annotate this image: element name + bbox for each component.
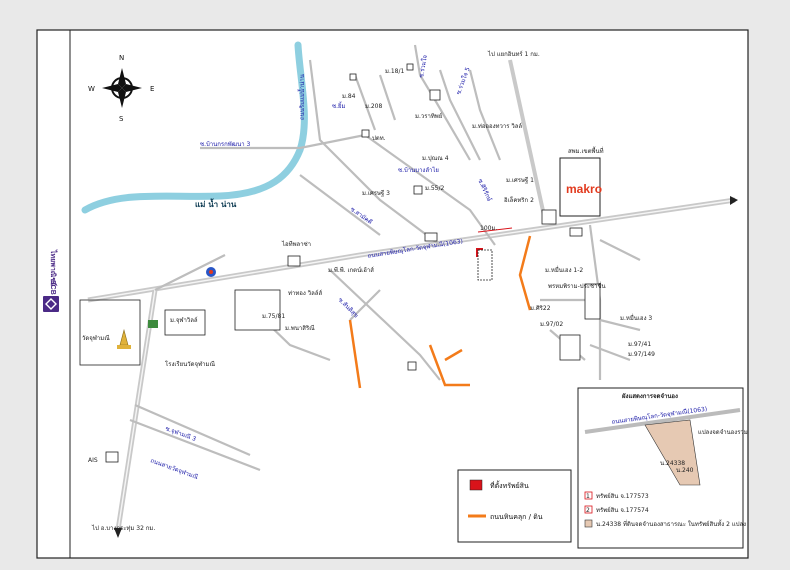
label-ischapri: อิเล็คทริก 2 [504, 195, 534, 204]
label-setthi1: ม.เศรษฐี 1 [506, 176, 534, 184]
label-village55: ม.55/2 [425, 185, 445, 192]
label-village18: ม.18/1 [385, 68, 405, 75]
inset-title: ผังแสดงการจดจำนอง [622, 392, 678, 400]
label-tobacco: ม.วราทิพย์ [415, 112, 442, 120]
compass-e: E [150, 85, 154, 93]
label-village3: ม.หมื่นเฮง 3 [620, 314, 652, 322]
label-istation: ไอทีพลาซ่า [281, 240, 311, 248]
inset-item3: น.24338 ที่ดินจดจำนองสาธารณะ ในทรัพย์สิน… [596, 518, 746, 528]
compass-icon: N S W E [88, 54, 154, 123]
label-setthi3: ม.เศรษฐี 3 [362, 189, 390, 197]
label-village-glory: ม.พี.พี. เกตน์เฮ้าส์ [328, 266, 374, 274]
label-v97149: ม.97/149 [628, 351, 655, 358]
river-label: แม่ น้ำ น่าน [195, 198, 237, 209]
scb-logo: ไทยพาณิชย์ SCB [43, 249, 59, 312]
bank-name: SCB [49, 280, 56, 295]
school-icon [148, 320, 158, 328]
label-ais: AIS [88, 457, 98, 464]
gas-station-icon [206, 267, 216, 277]
inset-lot-a: น.24338 [660, 460, 685, 467]
map-legend: ที่ตั้งทรัพย์สิน ถนนหินคลุก / ดิน [457, 469, 572, 543]
road-bankpho: ซ.บ้านกรกพัฒนา 3 [200, 141, 251, 148]
inset-item2-num: 2 [586, 507, 590, 514]
label-v112: ม.ศิริ22 [530, 305, 551, 312]
label-v75: ม.75/81 [262, 313, 285, 320]
makro-label: makro [566, 182, 602, 196]
label-village-phet: ม.ปุณณ 4 [422, 155, 449, 162]
label-vchula: ม.จุฬาวิลล์ [170, 316, 198, 324]
label-village12: ม.หมื่นเฮง 1-2 [545, 266, 583, 274]
legend-site: ที่ตั้งทรัพย์สิน [490, 479, 529, 490]
inset-lot-b: น.240 [676, 467, 694, 474]
label-v9702: ม.97/02 [540, 321, 563, 328]
label-pak-kaeo: พรหมพิราม-ประชาชื่น [548, 282, 606, 290]
label-maisiri: ม.พนาสิริณี [285, 324, 315, 332]
inset-plot: แปลงจดจำนองรวม [698, 429, 748, 436]
dirt-roads [348, 235, 532, 389]
label-thongchai: ท่าทอง วิลล์ส์ [288, 289, 322, 297]
label-village84: ม.84 [342, 93, 356, 100]
to-south-label: ไป อ.บางกระทุ่ม 32 กม. [91, 524, 155, 532]
temple-icon [117, 328, 131, 349]
compass-w: W [88, 85, 95, 93]
bank-sub: ไทยพาณิชย์ [49, 249, 58, 286]
map-buildings [105, 63, 601, 463]
label-pattaya: ปตท. [372, 135, 386, 142]
label-v9741: ม.97/41 [628, 341, 651, 348]
road-river: ถนนริมแม่น้ำน่าน [296, 74, 306, 120]
label-nongwa: ม.ท่ออองทวาร วิลล์ [472, 122, 522, 130]
road-yim: ซ.ยิ้ม [332, 100, 345, 110]
makro-store: makro [559, 157, 602, 217]
label-school: สพม.เขตพื้นที่ [568, 145, 604, 155]
label-watschool: โรงเรียนวัดจุฬามณี [165, 360, 215, 368]
wat-boundary [79, 299, 141, 366]
legend-road: ถนนหินคลุก / ดิน [490, 513, 543, 521]
road-bankmuangdai: ซ.บ้านบางลำไย [398, 166, 439, 174]
compass-n: N [119, 54, 124, 62]
to-north-label: ไป แยกอินทร์ 1 กม. [487, 50, 540, 58]
north-road [508, 59, 547, 221]
river [81, 41, 308, 214]
label-wat: วัดจุฬามณี [82, 334, 110, 342]
distance-label: 100ม. [480, 225, 497, 232]
inset-map: ผังแสดงการจดจำนอง ถนนสายพิษณุโลก-วัดจุฬา… [577, 387, 748, 549]
inset-item1: ทรัพย์สิน จ.177573 [596, 492, 649, 500]
inset-item2: ทรัพย์สิน จ.177574 [596, 506, 649, 514]
road-ruamjai: ซ.ร่วมใจ [417, 54, 429, 78]
label-village208: ม.208 [365, 103, 382, 110]
compass-s: S [119, 115, 124, 123]
inset-item1-num: 1 [586, 493, 590, 500]
